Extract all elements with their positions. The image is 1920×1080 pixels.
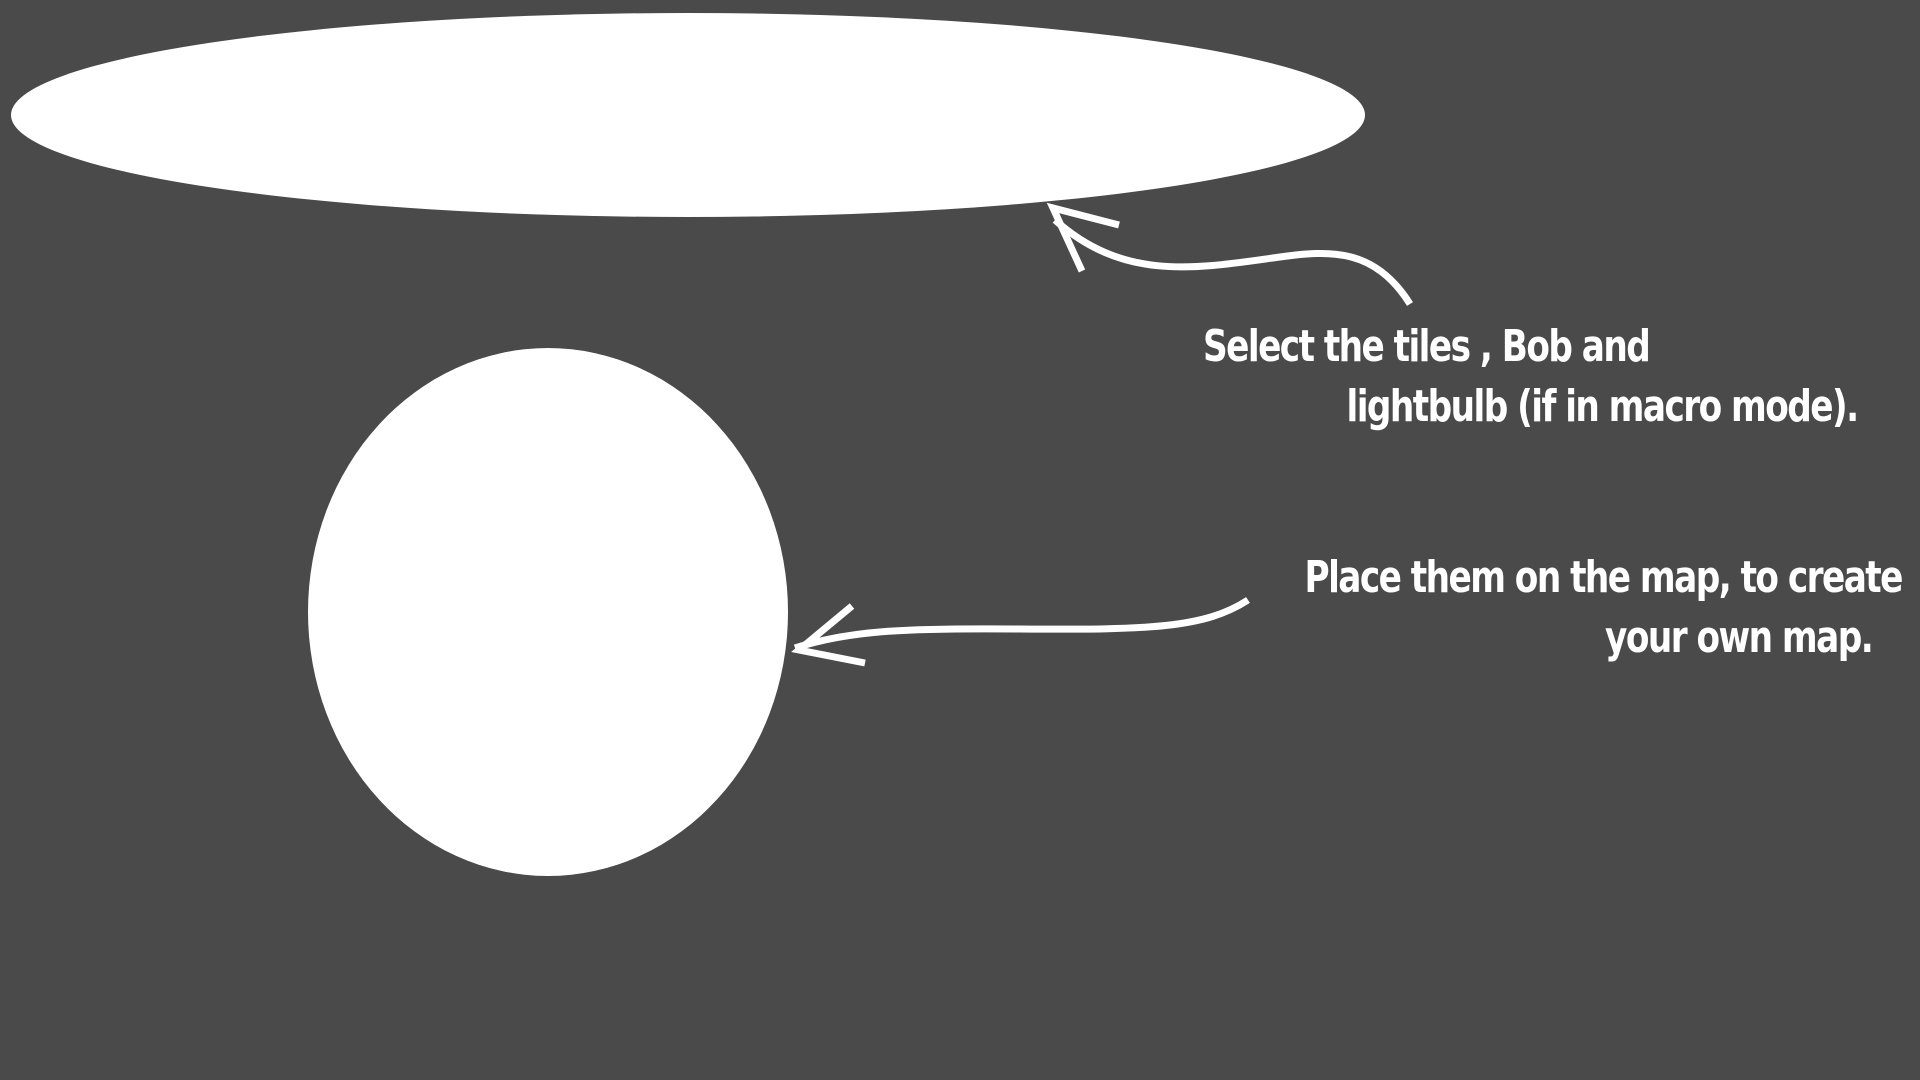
arrow-to-palette-icon (1046, 202, 1413, 306)
tile-palette-highlight (11, 13, 1365, 217)
select-tiles-hint-line-2: lightbulb (if in macro mode). (1346, 381, 1860, 432)
select-tiles-hint: Select the tiles , Bob and lightbulb (if… (1203, 317, 1860, 437)
arrow-to-map-icon (791, 597, 1250, 667)
place-on-map-hint-line-1: Place them on the map, to create (1304, 552, 1904, 603)
map-area-highlight (308, 348, 788, 876)
place-on-map-hint: Place them on the map, to create your ow… (1304, 548, 1904, 668)
place-on-map-hint-line-2: your own map. (1605, 612, 1874, 663)
select-tiles-hint-line-1: Select the tiles , Bob and (1203, 321, 1651, 372)
